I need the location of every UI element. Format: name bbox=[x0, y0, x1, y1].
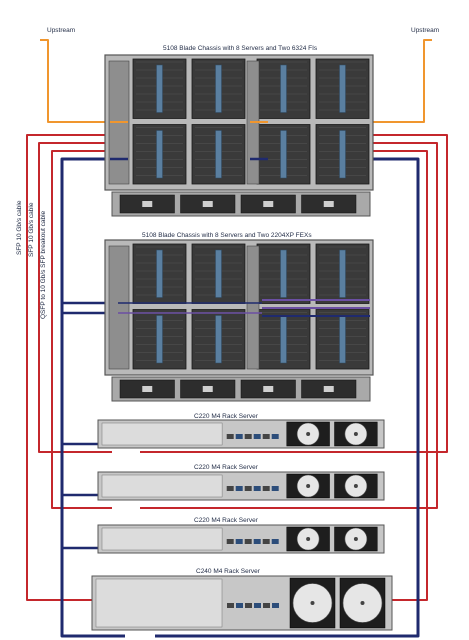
rack1-title: C220 M4 Rack Server bbox=[194, 413, 258, 420]
rack2-fan-hub-2 bbox=[353, 484, 358, 488]
rack3-port-5 bbox=[262, 539, 270, 544]
rack3-port-2 bbox=[235, 539, 243, 544]
chassis1-blade-5 bbox=[132, 124, 187, 185]
rack4-port-1 bbox=[227, 603, 234, 608]
rack3-title: C220 M4 Rack Server bbox=[194, 517, 258, 524]
rack1-port-4 bbox=[253, 434, 261, 439]
chassis1-blade-2-handle bbox=[215, 64, 222, 113]
rack1-fan-hub-2 bbox=[353, 432, 358, 436]
chassis1-blade-1 bbox=[132, 58, 187, 119]
rack1-port-2 bbox=[235, 434, 243, 439]
rack3-riser bbox=[101, 527, 223, 551]
rack1-port-3 bbox=[244, 434, 252, 439]
chassis2-blade-6-handle bbox=[215, 315, 222, 364]
rack1-fan-hub-1 bbox=[306, 432, 311, 436]
chassis1-title: 5108 Blade Chassis with 8 Servers and Tw… bbox=[163, 45, 318, 52]
chassis2-psu-socket-2 bbox=[202, 386, 213, 392]
qsfp-cable-1 bbox=[60, 157, 125, 638]
rack4-port-5 bbox=[263, 603, 270, 608]
chassis2-blade-8 bbox=[315, 309, 370, 370]
rack1-port-1 bbox=[226, 434, 234, 439]
chassis1-blade-4-handle bbox=[339, 64, 346, 113]
rack3-port-1 bbox=[226, 539, 234, 544]
rack3-fan-hub-1 bbox=[306, 537, 311, 541]
chassis2-io-module-right bbox=[246, 245, 260, 370]
legend-sfp-cable-2: SFP 10 Gb/s cable bbox=[28, 202, 35, 257]
chassis2-blade-2-handle bbox=[215, 249, 222, 298]
chassis1-psu-socket-2 bbox=[202, 201, 213, 207]
chassis1-blade-7 bbox=[256, 124, 311, 185]
rack2-port-1 bbox=[226, 486, 234, 491]
chassis1-blade-6 bbox=[191, 124, 246, 185]
chassis1-blade-6-handle bbox=[215, 130, 222, 179]
chassis2-psu-socket-4 bbox=[323, 386, 334, 392]
rack4-port-3 bbox=[245, 603, 252, 608]
legend-sfp-cable-1: SFP 10 Gb/s cable bbox=[16, 200, 23, 255]
chassis2-blade-4 bbox=[315, 243, 370, 304]
chassis1-blade-1-handle bbox=[156, 64, 163, 113]
chassis2-blade-3 bbox=[256, 243, 311, 304]
rack1-port-5 bbox=[262, 434, 270, 439]
rack2-port-3 bbox=[244, 486, 252, 491]
sfp-cable-3 bbox=[51, 150, 122, 509]
legend-qsfp-breakout-cable: QSFP to 10 Gb/s SFP breakout cable bbox=[40, 210, 47, 319]
chassis2-psu-socket-3 bbox=[263, 386, 274, 392]
rack4-fan-hub-2 bbox=[360, 601, 365, 605]
upstream-cable-left bbox=[40, 39, 122, 123]
chassis1-blade-2 bbox=[191, 58, 246, 119]
chassis1-blade-3-handle bbox=[280, 64, 287, 113]
chassis1-blade-8 bbox=[315, 124, 370, 185]
chassis2-blade-5-handle bbox=[156, 315, 163, 364]
chassis2-io-module-left bbox=[108, 245, 130, 370]
chassis2-title: 5108 Blade Chassis with 8 Servers and Tw… bbox=[142, 232, 312, 239]
chassis2-blade-1-handle bbox=[156, 249, 163, 298]
chassis1-psu-socket-1 bbox=[142, 201, 153, 207]
rack4-port-6 bbox=[272, 603, 279, 608]
chassis2-blade-3-handle bbox=[280, 249, 287, 298]
rack1-port-6 bbox=[271, 434, 279, 439]
rack1-riser bbox=[101, 422, 223, 446]
sfp-cable-1 bbox=[26, 134, 145, 601]
rack2-riser bbox=[101, 474, 223, 498]
chassis2-blade-6 bbox=[191, 309, 246, 370]
chassis2-blade-5 bbox=[132, 309, 187, 370]
rack4-fan-hub-1 bbox=[310, 601, 315, 605]
rack4-port-2 bbox=[236, 603, 243, 608]
chassis2-blade-2 bbox=[191, 243, 246, 304]
rack2-port-2 bbox=[235, 486, 243, 491]
chassis2-blade-4-handle bbox=[339, 249, 346, 298]
upstream-left-label: Upstream bbox=[47, 27, 76, 34]
rack3-port-4 bbox=[253, 539, 261, 544]
rack4-riser bbox=[95, 578, 223, 628]
rack2-port-6 bbox=[271, 486, 279, 491]
rack4-port-4 bbox=[254, 603, 261, 608]
chassis1-blade-4 bbox=[315, 58, 370, 119]
upstream-right-label: Upstream bbox=[411, 27, 440, 34]
rack2-title: C220 M4 Rack Server bbox=[194, 464, 258, 471]
chassis1-blade-5-handle bbox=[156, 130, 163, 179]
chassis1-psu-socket-3 bbox=[263, 201, 274, 207]
chassis1-blade-8-handle bbox=[339, 130, 346, 179]
rack4-title: C240 M4 Rack Server bbox=[196, 568, 260, 575]
sfp-cable-2 bbox=[38, 142, 122, 453]
rack3-fan-hub-2 bbox=[353, 537, 358, 541]
chassis2-blade-1 bbox=[132, 243, 187, 304]
rack3-port-3 bbox=[244, 539, 252, 544]
rack3-port-6 bbox=[271, 539, 279, 544]
rack2-port-4 bbox=[253, 486, 261, 491]
chassis1-blade-3 bbox=[256, 58, 311, 119]
rack2-fan-hub-1 bbox=[306, 484, 311, 488]
chassis2-psu-socket-1 bbox=[142, 386, 153, 392]
chassis1-psu-socket-4 bbox=[323, 201, 334, 207]
rack2-port-5 bbox=[262, 486, 270, 491]
chassis1-blade-7-handle bbox=[280, 130, 287, 179]
